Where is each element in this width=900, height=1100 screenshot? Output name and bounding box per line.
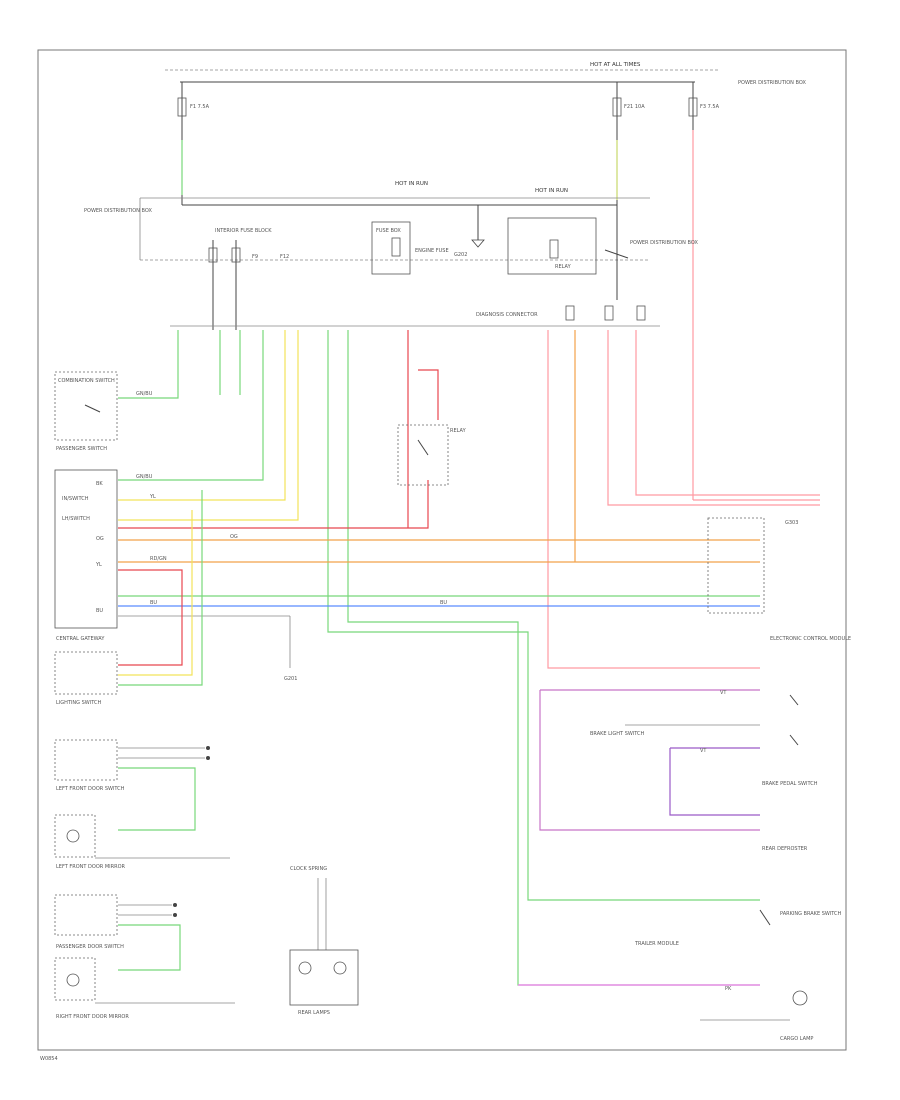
electronic-module-right: ELECTRONIC CONTROL MODULE G303	[707, 517, 851, 642]
svg-text:REAR LAMPS: REAR LAMPS	[298, 1010, 330, 1016]
svg-text:IN/SWITCH: IN/SWITCH	[62, 496, 89, 502]
label-power-dist-top-right: POWER DISTRIBUTION BOX	[738, 80, 806, 86]
svg-text:CENTRAL GATEWAY: CENTRAL GATEWAY	[56, 636, 105, 642]
svg-text:RIGHT FRONT DOOR MIRROR: RIGHT FRONT DOOR MIRROR	[56, 1014, 129, 1020]
svg-text:PASSENGER SWITCH: PASSENGER SWITCH	[56, 446, 107, 452]
rear-defroster: REAR DEFROSTER	[762, 846, 808, 852]
wire-yellow-2-to-module	[118, 330, 299, 521]
label-interior-fuse-block: INTERIOR FUSE BLOCK	[215, 228, 272, 234]
svg-text:RD/GN: RD/GN	[150, 556, 167, 562]
svg-text:VT: VT	[720, 690, 727, 696]
wire-green-to-module	[118, 330, 264, 481]
svg-text:G303: G303	[785, 520, 798, 526]
wire-yellow-lamp	[118, 510, 193, 676]
svg-text:YL: YL	[149, 494, 156, 500]
wire-red-lamp-loop	[118, 569, 183, 666]
wire-violet	[669, 747, 760, 816]
diagram-frame	[37, 49, 847, 1051]
wire-green-door-mirror	[118, 767, 196, 831]
svg-text:PASSENGER DOOR SWITCH: PASSENGER DOOR SWITCH	[56, 944, 124, 950]
wire-green-door-mirror-2	[118, 924, 181, 971]
label-relay-power-dist: POWER DISTRIBUTION BOX	[630, 240, 698, 246]
label-hot-at-all-times: HOT AT ALL TIMES	[590, 62, 641, 68]
passenger-door-switch: PASSENGER DOOR SWITCH	[54, 894, 177, 950]
svg-text:RELAY: RELAY	[450, 428, 467, 434]
svg-text:BK: BK	[96, 481, 103, 487]
wire-green-long-bottom	[327, 330, 760, 901]
label-diagnosis-conn: DIAGNOSIS CONNECTOR	[476, 312, 538, 318]
fuse-top-left: F1 7.5A	[177, 82, 210, 140]
svg-text:REAR DEFROSTER: REAR DEFROSTER	[762, 846, 808, 852]
svg-text:TRAILER MODULE: TRAILER MODULE	[634, 941, 679, 947]
label-power-dist-left: POWER DISTRIBUTION BOX	[84, 208, 152, 214]
wire-pink-right-1	[607, 330, 820, 506]
wire-red-relay-branch	[418, 369, 439, 420]
combination-switch: COMBINATION SWITCH PASSENGER SWITCH	[54, 371, 118, 452]
svg-text:CLOCK SPRING: CLOCK SPRING	[290, 866, 327, 872]
svg-text:YL: YL	[95, 562, 102, 568]
svg-text:COMBINATION SWITCH: COMBINATION SWITCH	[58, 378, 115, 384]
footer-code: W0854	[40, 1056, 58, 1062]
svg-text:VT: VT	[700, 748, 707, 754]
rear-lamps: CLOCK SPRING REAR LAMPS	[289, 866, 359, 1016]
svg-text:OG: OG	[96, 536, 104, 542]
small-fuses-right	[565, 305, 646, 321]
svg-text:LEFT FRONT DOOR MIRROR: LEFT FRONT DOOR MIRROR	[56, 864, 126, 870]
wire-yellow-to-module	[118, 330, 286, 501]
relay-switch-mid: RELAY	[397, 424, 467, 486]
svg-text:LIGHTING SWITCH: LIGHTING SWITCH	[56, 700, 101, 706]
svg-text:LH/SWITCH: LH/SWITCH	[62, 516, 90, 522]
svg-text:BU: BU	[96, 608, 103, 614]
right-front-door-mirror: RIGHT FRONT DOOR MIRROR	[54, 957, 235, 1020]
wire-green-long-2	[347, 330, 760, 986]
wire-pink-center	[547, 330, 760, 669]
svg-text:LEFT FRONT DOOR SWITCH: LEFT FRONT DOOR SWITCH	[56, 786, 125, 792]
svg-text:BRAKE LIGHT SWITCH: BRAKE LIGHT SWITCH	[590, 731, 645, 737]
svg-text:FUSE BOX: FUSE BOX	[376, 228, 401, 234]
svg-text:GN/BU: GN/BU	[136, 391, 153, 397]
label-ground-mid: G201	[284, 676, 297, 682]
svg-text:PARKING BRAKE SWITCH: PARKING BRAKE SWITCH	[780, 911, 842, 917]
label-hot-in-run: HOT IN RUN	[395, 181, 428, 187]
svg-text:F21 10A: F21 10A	[624, 104, 645, 110]
svg-text:OG: OG	[230, 534, 238, 540]
svg-text:ELECTRONIC CONTROL MODULE: ELECTRONIC CONTROL MODULE	[770, 636, 851, 642]
relay-box	[507, 217, 597, 275]
fuse-top-mid: F21 10A	[612, 82, 645, 140]
label-hot-in-run-2: HOT IN RUN	[535, 188, 568, 194]
wire-green-combo-switch	[118, 330, 179, 399]
label-engine-fuse: ENGINE FUSE	[415, 248, 449, 254]
left-front-door-mirror: LEFT FRONT DOOR MIRROR	[54, 814, 230, 870]
svg-text:F12: F12	[280, 254, 289, 260]
wire-purple-2	[539, 690, 760, 831]
svg-text:CARGO LAMP: CARGO LAMP	[780, 1036, 813, 1042]
svg-text:BU: BU	[150, 600, 157, 606]
svg-text:RELAY: RELAY	[555, 264, 572, 270]
wire-green-lamp	[118, 490, 203, 686]
svg-text:GN/BU: GN/BU	[136, 474, 153, 480]
fuses-row-mid: F9 F12	[208, 240, 289, 330]
svg-text:PK: PK	[725, 986, 732, 992]
wire-red-to-module	[118, 480, 429, 529]
cargo-lamp: CARGO LAMP	[700, 990, 813, 1042]
svg-text:BU: BU	[440, 600, 447, 606]
svg-text:F9: F9	[252, 254, 258, 260]
left-front-door-switch: LEFT FRONT DOOR SWITCH	[54, 739, 210, 792]
svg-text:F1 7.5A: F1 7.5A	[190, 104, 210, 110]
svg-text:BRAKE PEDAL SWITCH: BRAKE PEDAL SWITCH	[762, 781, 818, 787]
wire-pink-right-2	[635, 330, 820, 496]
svg-text:F3 7.5A: F3 7.5A	[700, 104, 720, 110]
fuse-top-right: F3 7.5A	[688, 82, 720, 130]
fuse-box-mid	[371, 221, 411, 275]
parking-brake-switch: PARKING BRAKE SWITCH TRAILER MODULE	[634, 909, 842, 947]
ground-symbol-g202	[471, 239, 485, 248]
brake-pedal-switch: BRAKE LIGHT SWITCH BRAKE PEDAL SWITCH	[590, 694, 818, 787]
central-module-left: BK IN/SWITCH LH/SWITCH OG YL BU CENTRAL …	[54, 469, 118, 642]
lamp-module-left: LIGHTING SWITCH	[54, 651, 118, 706]
label-g202: G202	[454, 252, 467, 258]
